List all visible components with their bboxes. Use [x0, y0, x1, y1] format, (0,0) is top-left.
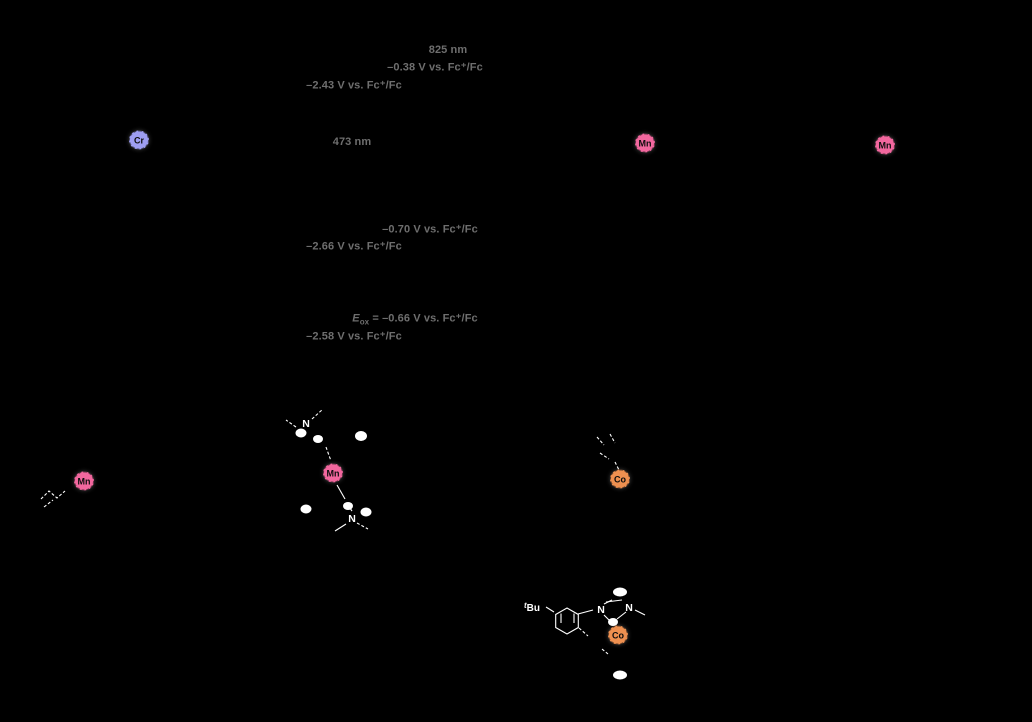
annotation-potential-red-2: –2.66 V vs. Fc⁺/Fc [306, 240, 402, 253]
annotation-eox: Eox = –0.66 V vs. Fc⁺/Fc [352, 311, 477, 326]
bond-line [40, 490, 66, 500]
bond-line [545, 606, 555, 613]
ligand-blob [295, 428, 307, 438]
annotation-wavelength-473: 473 nm [332, 136, 372, 148]
bond-line [596, 436, 605, 446]
ligand-blob [313, 435, 323, 443]
nitrogen-atom-label: N [348, 513, 356, 525]
metal-symbol: Mn [326, 468, 340, 478]
benzene-ring [555, 607, 579, 635]
bottom-co-complex: tBu N N [524, 587, 646, 680]
metal-symbol: Cr [133, 135, 144, 145]
bond-line [616, 611, 627, 620]
ligand-blob [360, 507, 372, 517]
bond-line [356, 522, 369, 530]
annotation-potential-ox-2: –0.70 V vs. Fc⁺/Fc [382, 223, 478, 236]
nitrogen-atom-label: N [302, 418, 310, 430]
metal-badge-mn-2: Mn [875, 135, 895, 155]
bond-line [603, 614, 610, 621]
bond-line [334, 523, 347, 532]
left-mn-fragment [40, 490, 66, 508]
annotation-potential-red-3: –2.58 V vs. Fc⁺/Fc [306, 330, 402, 343]
metal-symbol: Mn [77, 476, 91, 486]
nitrogen-atom-label: N [597, 604, 605, 616]
ligand-blob [300, 504, 312, 514]
bond-line [601, 648, 609, 655]
bond-line [605, 599, 623, 603]
nitrogen-atom-label: N [625, 602, 633, 614]
eox-rest: = –0.66 V vs. Fc⁺/Fc [369, 312, 478, 325]
metal-badge-mn-3: Mn [74, 471, 94, 491]
metal-symbol: Co [614, 474, 626, 484]
metal-badge-co-5: Co [610, 469, 630, 489]
upper-co-fragment [596, 433, 620, 471]
metal-symbol: Co [612, 630, 624, 640]
bond-line [578, 627, 589, 637]
metal-symbol: Mn [878, 140, 892, 150]
bond-line [609, 433, 616, 444]
ligand-blob [613, 587, 627, 597]
bond-line [336, 484, 346, 500]
bond-line [614, 461, 620, 471]
bond-line [43, 499, 54, 508]
bond-line [325, 446, 332, 462]
tbu-superscript: t [524, 601, 527, 610]
metal-badge-co-6: Co [608, 625, 628, 645]
tbu-text: Bu [527, 603, 540, 614]
bond-line [599, 452, 610, 460]
eox-symbol: E [352, 312, 360, 325]
ligand-blob [608, 618, 618, 626]
ligand-blob [343, 502, 353, 510]
bond-line [285, 419, 297, 428]
central-mn-complex: N N [285, 408, 372, 532]
metal-symbol: Mn [638, 138, 652, 148]
ligand-blob [355, 431, 367, 441]
tbu-substituent-label: tBu [524, 601, 540, 614]
metal-badge-mn-4: Mn [323, 463, 343, 483]
bond-line [577, 609, 594, 615]
metal-badge-cr-0: Cr [129, 130, 149, 150]
metal-badge-mn-1: Mn [635, 133, 655, 153]
bond-line [311, 408, 324, 420]
bond-line [634, 609, 646, 616]
annotation-wavelength-825: 825 nm [428, 44, 468, 56]
eox-subscript: ox [359, 317, 370, 327]
ligand-blob [613, 670, 627, 680]
annotation-potential-ox-1: –0.38 V vs. Fc⁺/Fc [387, 61, 483, 74]
annotation-potential-red-1: –2.43 V vs. Fc⁺/Fc [306, 79, 402, 92]
